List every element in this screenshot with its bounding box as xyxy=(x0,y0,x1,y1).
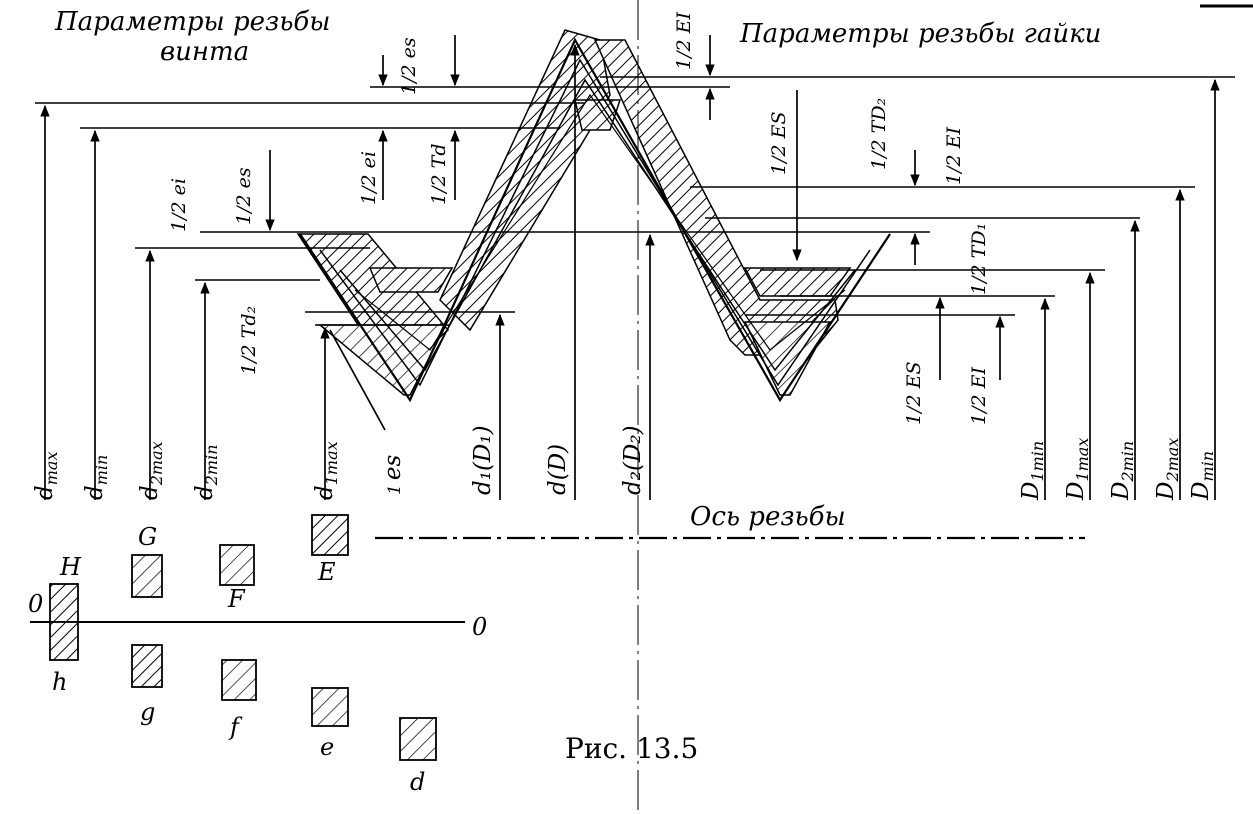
bolt-flank-band xyxy=(439,29,611,332)
label-d-max: dmax xyxy=(32,452,61,500)
bolt-heading-line1: Параметры резьбы xyxy=(54,7,330,37)
letter-E: E xyxy=(317,558,336,586)
label-d-min: dmin xyxy=(82,455,111,500)
inner-profile-1 xyxy=(319,58,871,387)
basic-profile xyxy=(299,37,891,403)
frac-half-ES-upper: 1/2 ES xyxy=(768,111,790,175)
frac-half-ei-left: 1/2 ei xyxy=(168,178,190,232)
frac-half-EI-mid: 1/2 EI xyxy=(943,126,965,185)
dimension-arrows xyxy=(40,35,1220,500)
letter-g: g xyxy=(140,698,155,726)
frac-half-es-top: 1/2 es xyxy=(398,37,420,95)
inner-profile-2 xyxy=(339,78,856,372)
label-d-D: d(D) xyxy=(545,444,571,495)
letter-e: e xyxy=(320,733,334,761)
tolerance-boxes xyxy=(30,514,465,761)
bolt-heading-line2: винта xyxy=(160,37,249,67)
label-D1-max: D1max xyxy=(1063,438,1092,501)
zero-line-right: 0 xyxy=(472,613,487,641)
label-D2-max: D2max xyxy=(1153,438,1182,501)
label-D1-min: D1min xyxy=(1018,441,1047,501)
thread-profile xyxy=(296,29,891,403)
label-d1-max: d1max xyxy=(312,441,341,500)
zero-line-left: 0 xyxy=(28,590,43,618)
letter-d: d xyxy=(410,768,425,796)
frac-half-TD2: 1/2 TD₂ xyxy=(868,98,890,170)
reference-lines xyxy=(35,4,1253,326)
frac-half-Td2: 1/2 Td₂ xyxy=(238,306,260,375)
figure-caption: Рис. 13.5 xyxy=(565,732,698,765)
frac-half-es-left: 1/2 es xyxy=(233,167,255,225)
label-D2-min: D2min xyxy=(1108,441,1137,501)
frac-half-EI-top: 1/2 EI xyxy=(673,11,695,70)
frac-half-ES-lower: 1/2 ES xyxy=(903,361,925,425)
frac-half-ei-center: 1/2 ei xyxy=(358,151,380,205)
letter-f: f xyxy=(228,713,243,741)
thread-axis-label: Ось резьбы xyxy=(690,502,846,532)
bolt-crest-block xyxy=(368,267,454,293)
letter-h: h xyxy=(52,668,67,696)
nut-heading: Параметры резьбы гайки xyxy=(739,19,1101,49)
label-d2-min: d2min xyxy=(192,444,221,500)
inner-profile-3 xyxy=(354,93,846,351)
label-D-min: Dmin xyxy=(1188,451,1217,501)
frac-half-TD1: 1/2 TD₁ xyxy=(968,223,990,295)
label-d2-max: d2max xyxy=(137,441,166,500)
letter-F: F xyxy=(227,585,246,613)
letter-H: H xyxy=(59,553,82,581)
label-half-es-bottom: 1es xyxy=(380,455,406,495)
label-d2-D2: d₂(D₂) xyxy=(620,425,646,495)
label-d1-D1: d₁(D₁) xyxy=(470,425,496,495)
frac-half-EI-lower: 1/2 EI xyxy=(968,366,990,425)
letter-G: G xyxy=(138,523,157,551)
frac-half-Td: 1/2 Td xyxy=(428,144,450,205)
nut-crest-block xyxy=(743,267,852,297)
nut-flank-band xyxy=(593,39,839,356)
